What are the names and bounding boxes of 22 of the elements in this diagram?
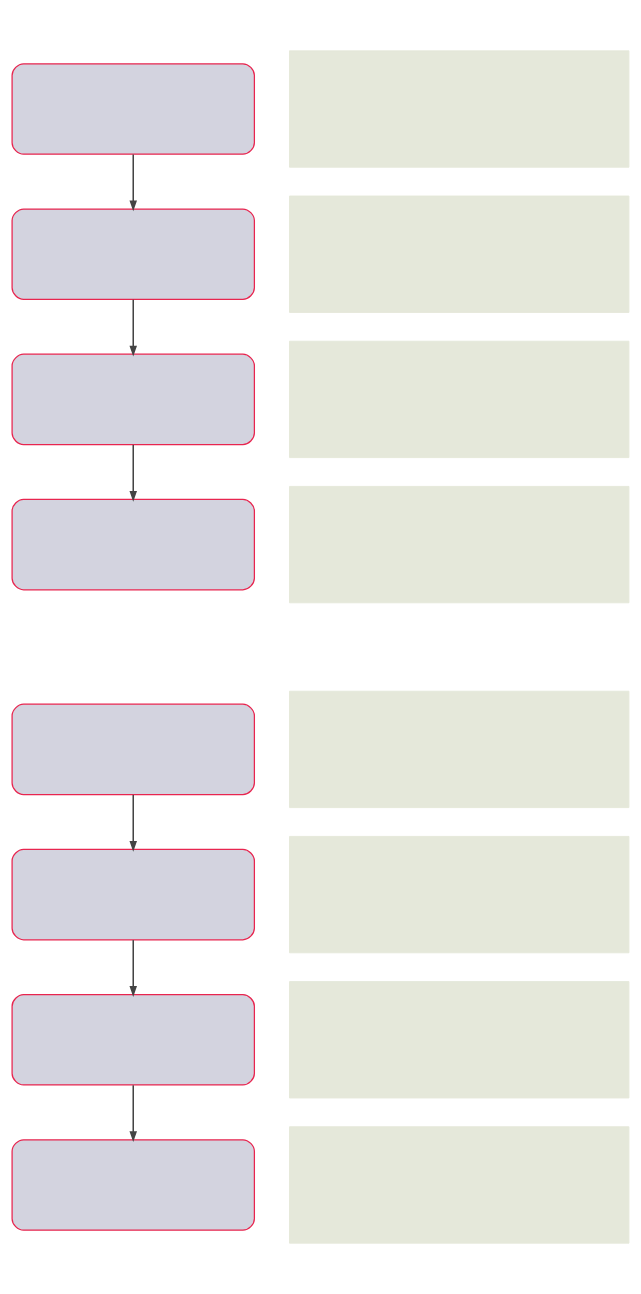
node-box <box>289 195 630 313</box>
node-box <box>11 703 255 796</box>
arrow <box>129 153 137 212</box>
node-box <box>289 50 630 168</box>
arrow <box>129 444 137 502</box>
node-box <box>289 690 630 809</box>
node-box <box>11 353 255 446</box>
node-box <box>11 208 255 301</box>
node-box <box>289 485 630 604</box>
node-box <box>289 1126 630 1244</box>
node-box <box>289 835 630 954</box>
node-box <box>11 1139 255 1231</box>
arrow <box>129 298 137 357</box>
node-box <box>11 498 255 591</box>
node-box <box>11 63 255 155</box>
node-box <box>11 848 255 941</box>
node-box <box>289 340 630 459</box>
arrow <box>129 939 137 997</box>
arrow <box>129 1084 137 1143</box>
node-box <box>289 981 630 1099</box>
arrow <box>129 794 137 852</box>
node-box <box>11 993 255 1086</box>
